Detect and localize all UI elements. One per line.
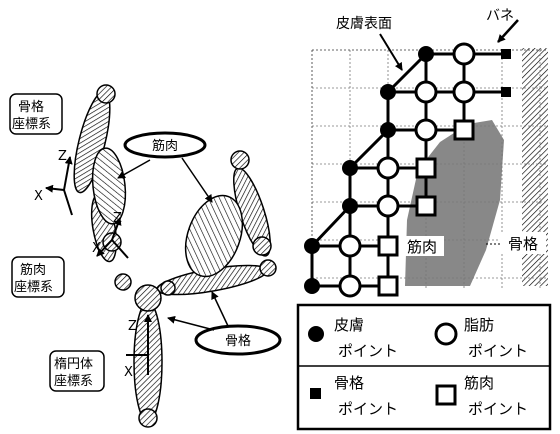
spring-label: バネ — [486, 8, 514, 24]
axis-label-z: Z — [58, 149, 67, 164]
bone-frame-line2: 座標系 — [12, 117, 51, 132]
axes-ellipsoid-frame — [126, 314, 152, 375]
spring-link — [386, 52, 428, 94]
bone-callout: 骨格 — [167, 291, 282, 356]
legend-fat-marker — [434, 322, 458, 346]
muscle-ellipsoid — [91, 147, 127, 225]
fat-point — [376, 156, 400, 180]
muscle-ellipsoid — [184, 194, 244, 278]
skin-point — [304, 278, 320, 294]
bone-frame-line1: 骨格 — [18, 99, 44, 115]
fat-point — [452, 42, 476, 66]
fat-point — [414, 80, 438, 104]
skin-point — [342, 198, 358, 214]
joint — [134, 284, 162, 312]
muscle-frame-line2: 座標系 — [14, 280, 53, 295]
bone-point — [501, 49, 511, 59]
muscle-point — [415, 157, 437, 179]
fat-point — [338, 274, 362, 298]
skin-point — [380, 84, 396, 100]
joint — [160, 280, 176, 296]
joint — [96, 84, 116, 104]
joint — [230, 150, 250, 170]
axis-label-x: X — [34, 189, 43, 204]
fat-point — [452, 80, 476, 104]
skin-point — [380, 122, 396, 138]
muscle-point — [415, 195, 437, 217]
axis-label-z: Z — [128, 319, 137, 334]
bone-frame-label: 骨格 座標系 — [9, 93, 63, 135]
axes-bone-frame — [45, 156, 73, 216]
muscle-callout-text: 筋肉 — [152, 138, 178, 154]
axis-label-x: X — [92, 241, 101, 256]
joint — [259, 259, 277, 277]
joint — [114, 273, 132, 291]
spring-link — [310, 204, 352, 248]
ellipsoid-frame-line1: 楕円体 — [54, 357, 93, 372]
bone-region-label: 骨格 — [508, 235, 538, 253]
legend-muscle-marker — [435, 384, 457, 406]
fat-point — [414, 118, 438, 142]
axes-muscle-frame — [96, 217, 129, 259]
legend: 皮膚 ポイント 脂肪 ポイント 骨格 ポイント 筋肉 ポイント — [296, 303, 552, 431]
legend-muscle-line1: 筋肉 — [464, 374, 494, 392]
skin-point — [304, 238, 320, 254]
joint — [252, 236, 272, 256]
muscle-point — [453, 119, 475, 141]
muscle-frame-label: 筋肉 座標系 — [11, 256, 65, 298]
axis-label-x: X — [124, 365, 133, 380]
spring-link — [348, 128, 390, 170]
bone-callout-text: 骨格 — [225, 333, 251, 349]
ellipsoid-frame-label: 楕円体 座標系 — [49, 350, 105, 392]
legend-skin-line2: ポイント — [338, 342, 398, 360]
bone-point — [501, 87, 511, 97]
legend-skin-marker — [308, 326, 324, 342]
skin-point — [418, 46, 434, 62]
legend-fat-line1: 脂肪 — [464, 316, 494, 334]
skin-point — [342, 160, 358, 176]
muscle-point — [377, 235, 399, 257]
fat-point — [338, 234, 362, 258]
muscle-region-label: 筋肉 — [407, 238, 437, 256]
skin-surface-label: 皮膚表面 — [336, 16, 392, 32]
muscle-frame-line1: 筋肉 — [20, 262, 46, 278]
legend-bone-marker — [310, 388, 321, 399]
legend-bone-line2: ポイント — [338, 400, 398, 418]
axis-label-z: Z — [113, 211, 122, 226]
ellipsoid-frame-line2: 座標系 — [54, 374, 93, 389]
muscle-point — [377, 275, 399, 297]
grid-panel: バネ 皮膚表面 筋肉 骨格 — [304, 8, 548, 298]
fat-point — [376, 194, 400, 218]
muscle-callout: 筋肉 — [117, 131, 213, 203]
joint — [138, 408, 158, 428]
legend-skin-line1: 皮膚 — [334, 316, 364, 334]
legend-muscle-line2: ポイント — [468, 400, 528, 418]
legend-fat-line2: ポイント — [468, 342, 528, 360]
legend-bone-line1: 骨格 — [334, 374, 364, 392]
